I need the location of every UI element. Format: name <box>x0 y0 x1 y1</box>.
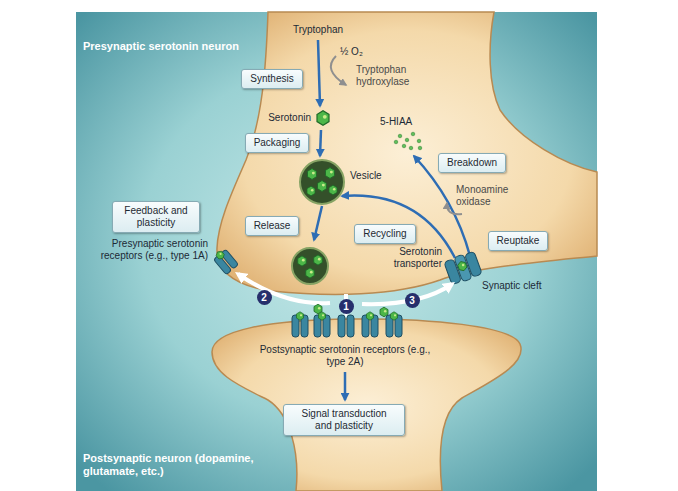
process-box: Reuptake <box>488 231 549 251</box>
process-box: Breakdown <box>438 153 506 173</box>
process-box: Feedback and plasticity <box>112 201 200 233</box>
serotonin-molecule <box>317 111 329 125</box>
callout-number: 1 <box>339 299 354 314</box>
part-label: Serotonin transporter <box>382 246 442 270</box>
metabolite-dots <box>394 132 422 150</box>
neuron-label: Presynaptic serotonin neuron <box>83 40 268 53</box>
process-box: Signal transduction and plasticity <box>283 404 405 436</box>
box-text: Release <box>254 220 291 232</box>
callout-number: 2 <box>257 290 272 305</box>
pathway-arrow <box>318 40 320 106</box>
box-text: Signal transduction and plasticity <box>292 408 396 432</box>
box-text: Synthesis <box>250 73 293 85</box>
signal-arrow <box>344 372 347 400</box>
pathway-arrow <box>314 206 322 240</box>
receptor-symbol <box>211 247 238 275</box>
enzyme-arrow <box>331 56 346 85</box>
presynaptic-neuron <box>217 12 597 294</box>
callout-number: 3 <box>405 293 420 308</box>
process-box: Packaging <box>245 133 310 153</box>
substance-label: Tryptophan <box>278 24 358 36</box>
substance-label: ½ O₂ <box>340 46 380 58</box>
postsynaptic-neuron <box>212 319 521 491</box>
process-box: Synthesis <box>241 69 302 89</box>
process-box: Recycling <box>354 224 415 244</box>
box-text: Packaging <box>254 137 301 149</box>
transporter-symbol <box>444 250 483 285</box>
part-label: Vesicle <box>350 170 400 182</box>
region-label: Synaptic cleft <box>482 280 572 292</box>
neuron-label: Postsynaptic neuron (dopamine, glutamate… <box>83 452 258 478</box>
substance-label: Serotonin <box>241 112 311 124</box>
box-text: Feedback and plasticity <box>121 205 191 229</box>
receptor-symbol <box>292 312 402 337</box>
enzyme-label: Monoamine oxidase <box>456 184 518 208</box>
part-label: Presynaptic serotonin receptors (e.g., t… <box>84 238 208 262</box>
vesicle <box>292 248 328 284</box>
vesicle <box>300 160 344 204</box>
part-label: Postsynaptic serotonin receptors (e.g., … <box>256 344 434 368</box>
box-text: Breakdown <box>447 157 497 169</box>
background-panel <box>76 12 597 491</box>
box-text: Recycling <box>363 228 406 240</box>
enzyme-label: Tryptophan hydroxylase <box>356 64 426 88</box>
box-text: Reuptake <box>497 235 540 247</box>
release-arrow <box>238 274 330 303</box>
substance-label: 5-HIAA <box>380 116 430 128</box>
process-box: Release <box>245 216 300 236</box>
pathway-arrow <box>320 130 321 156</box>
